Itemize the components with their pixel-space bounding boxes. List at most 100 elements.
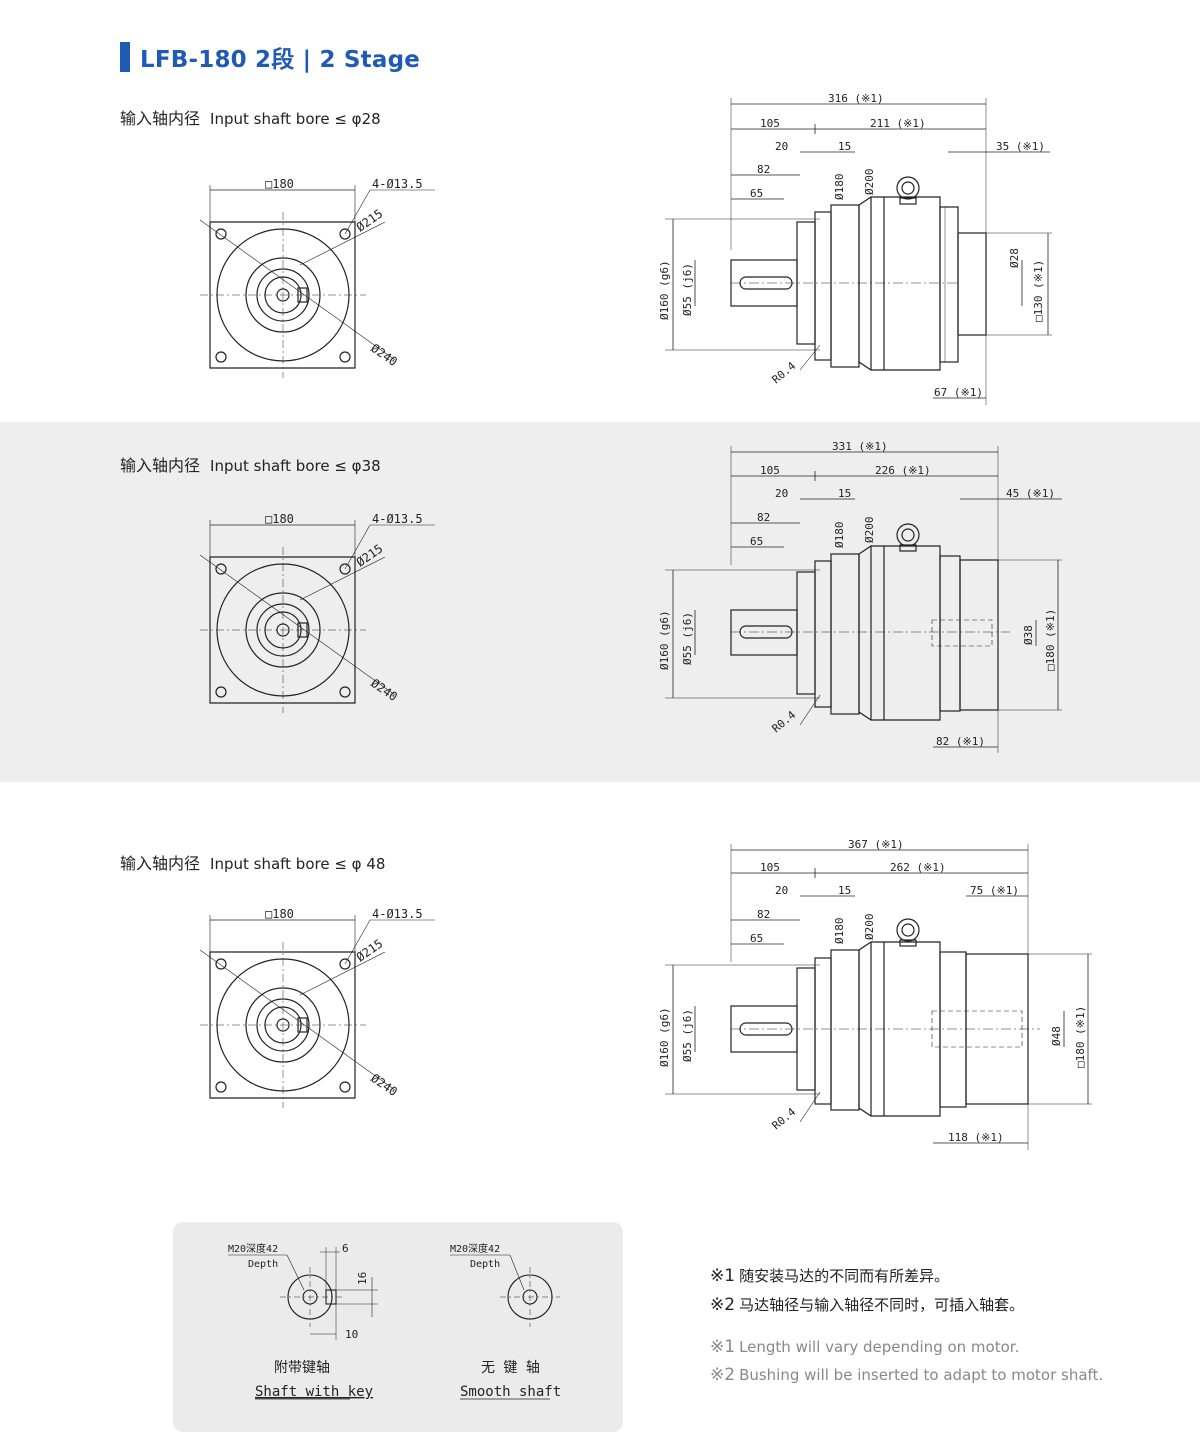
side-view	[665, 844, 1092, 1150]
bore-label-en: Input shaft bore ≤ φ38	[210, 457, 381, 475]
page-title-wrap: LFB-180 2段 | 2 Stage	[120, 40, 420, 74]
dim-d200: Ø200	[863, 169, 876, 196]
key-depth-label: Depth	[248, 1259, 278, 1270]
key-name-en: Shaft with key	[255, 1384, 373, 1400]
dim-d240: Ø240	[368, 1071, 400, 1099]
note-mark: ※2	[710, 1295, 736, 1315]
dim-65: 65	[750, 535, 763, 548]
dim-d160: Ø160 (g6)	[658, 610, 671, 670]
key-dim-16: 16	[356, 1272, 369, 1285]
title-accent-bar	[120, 42, 130, 72]
dim-total: 331 (※1)	[832, 440, 888, 453]
dim-65: 65	[750, 932, 763, 945]
dim-motor-square: □180 (※1)	[1044, 609, 1057, 671]
dim-motor-len: 75 (※1)	[970, 884, 1019, 897]
dim-square: □180	[265, 177, 294, 191]
dim-left: 105	[760, 861, 780, 874]
dim-total: 367 (※1)	[848, 838, 904, 851]
dim-total: 316 (※1)	[828, 92, 884, 105]
side-view	[665, 98, 1052, 405]
dim-left: 105	[760, 117, 780, 130]
dim-d180: Ø180	[833, 918, 846, 945]
dim-20: 20	[775, 140, 788, 153]
shaft-types-drawings: M20深度42 Depth 6 16 10 附带键轴 Shaft with ke…	[228, 1242, 561, 1400]
row-3-drawings: □180 4-Ø13.5 Ø215 Ø240	[199, 838, 1092, 1150]
note-text: Bushing will be inserted to adapt to mot…	[739, 1366, 1104, 1384]
dim-20: 20	[775, 487, 788, 500]
bore-label-cn: 输入轴内径	[120, 854, 201, 873]
dim-flange-len: 118 (※1)	[948, 1131, 1004, 1144]
dim-motor-len: 35 (※1)	[996, 140, 1045, 153]
bore-label-cn: 输入轴内径	[120, 109, 201, 128]
front-view	[199, 520, 435, 713]
dim-d180: Ø180	[833, 522, 846, 549]
key-dim-6: 6	[342, 1242, 349, 1255]
dim-d160: Ø160 (g6)	[658, 260, 671, 320]
page-title: LFB-180 2段 | 2 Stage	[140, 47, 421, 73]
shaft-types-panel	[173, 1222, 623, 1432]
dim-15: 15	[838, 487, 851, 500]
dim-d55: Ø55 (j6)	[681, 612, 694, 665]
dim-d200: Ø200	[863, 914, 876, 941]
dim-d200: Ø200	[863, 517, 876, 544]
dim-flange-len: 67 (※1)	[934, 386, 983, 399]
key-name-cn: 附带键轴	[274, 1360, 330, 1376]
smooth-name-cn: 无 键 轴	[481, 1360, 540, 1376]
note-text: 随安装马达的不同而有所差异。	[739, 1267, 950, 1285]
dim-d180: Ø180	[833, 174, 846, 201]
dim-motor-square: □180 (※1)	[1074, 1006, 1087, 1068]
dim-holes: 4-Ø13.5	[372, 512, 423, 526]
key-dim-10: 10	[345, 1328, 358, 1341]
note-mark: ※2	[710, 1365, 736, 1385]
front-view	[199, 185, 435, 378]
row-2-bore-label: 输入轴内径 Input shaft bore ≤ φ38	[120, 452, 381, 476]
dim-square: □180	[265, 512, 294, 526]
row-3-bore-label: 输入轴内径 Input shaft bore ≤ φ 48	[120, 850, 385, 874]
row-2-background	[0, 422, 1200, 782]
dim-bore: Ø48	[1050, 1026, 1063, 1046]
note-mark: ※1	[710, 1266, 736, 1286]
dim-65: 65	[750, 187, 763, 200]
dim-square: □180	[265, 907, 294, 921]
smooth-shaft-drawing	[450, 1254, 560, 1327]
dim-82: 82	[757, 908, 770, 921]
dim-d55: Ø55 (j6)	[681, 1009, 694, 1062]
dim-holes: 4-Ø13.5	[372, 907, 423, 921]
smooth-depth-label: Depth	[470, 1259, 500, 1270]
key-thread-label: M20深度42	[228, 1242, 278, 1255]
dim-bore: Ø38	[1022, 625, 1035, 645]
dim-right: 262 (※1)	[890, 861, 946, 874]
row-2-drawings: □180 4-Ø13.5 Ø215 Ø240	[199, 440, 1062, 753]
dim-d240: Ø240	[368, 676, 400, 704]
dim-right: 211 (※1)	[870, 117, 926, 130]
dim-motor-len: 45 (※1)	[1006, 487, 1055, 500]
dim-82: 82	[757, 511, 770, 524]
shaft-with-key-drawing	[228, 1247, 378, 1340]
dim-d55: Ø55 (j6)	[681, 263, 694, 316]
dim-20: 20	[775, 884, 788, 897]
dim-holes: 4-Ø13.5	[372, 177, 423, 191]
bore-label-en: Input shaft bore ≤ φ 48	[210, 855, 386, 873]
bore-label-cn: 输入轴内径	[120, 456, 201, 475]
dim-15: 15	[838, 140, 851, 153]
note-text: 马达轴径与输入轴径不同时，可插入轴套。	[739, 1296, 1025, 1314]
dim-flange-len: 82 (※1)	[936, 735, 985, 748]
bore-label-en: Input shaft bore ≤ φ28	[210, 110, 381, 128]
front-view	[199, 915, 435, 1108]
dim-15: 15	[838, 884, 851, 897]
dim-r04: R0.4	[770, 1105, 799, 1132]
dim-left: 105	[760, 464, 780, 477]
row-1-bore-label: 输入轴内径 Input shaft bore ≤ φ28	[120, 105, 381, 129]
dim-motor-square: □130 (※1)	[1032, 260, 1045, 322]
dim-82: 82	[757, 163, 770, 176]
smooth-name-en: Smooth shaft	[460, 1384, 561, 1400]
note-text: Length will vary depending on motor.	[739, 1338, 1020, 1356]
dim-bore: Ø28	[1008, 248, 1021, 268]
row-1-drawings: □180 4-Ø13.5 Ø215 Ø240	[199, 92, 1052, 405]
dim-d160: Ø160 (g6)	[658, 1007, 671, 1067]
side-view	[665, 446, 1062, 753]
